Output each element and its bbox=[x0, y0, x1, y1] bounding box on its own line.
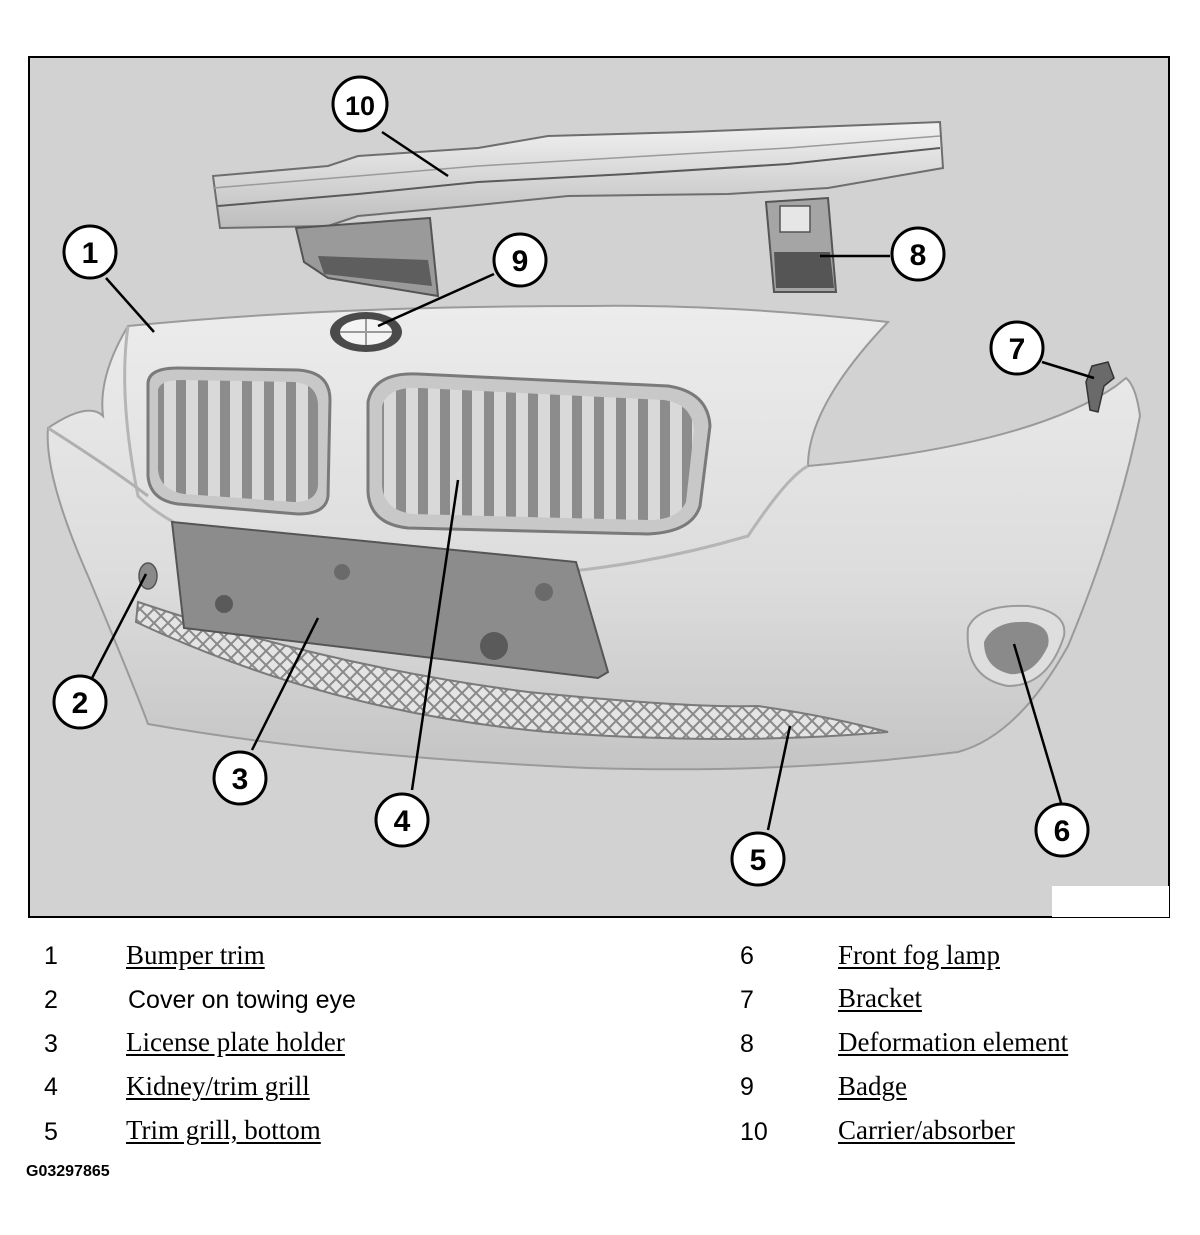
legend-label-1[interactable]: Bumper trim bbox=[126, 940, 265, 970]
leader-line-6 bbox=[1012, 643, 1064, 807]
legend-num-6: 6 bbox=[740, 942, 754, 970]
legend-num-8: 8 bbox=[740, 1030, 754, 1058]
legend-num-5: 5 bbox=[44, 1118, 58, 1146]
legend-label-9[interactable]: Badge bbox=[838, 1071, 907, 1101]
legend-num-3: 3 bbox=[44, 1030, 58, 1058]
callout-9-label: 9 bbox=[512, 245, 529, 278]
badge-part bbox=[330, 312, 402, 352]
legend-num-4: 4 bbox=[44, 1073, 58, 1101]
callout-2: 2 bbox=[52, 674, 108, 730]
leader-line-3 bbox=[250, 617, 320, 751]
leader-lines bbox=[88, 130, 1095, 831]
legend-num-7: 7 bbox=[740, 986, 754, 1014]
legend-label-10[interactable]: Carrier/absorber bbox=[838, 1115, 1015, 1145]
leader-line-5 bbox=[766, 725, 792, 831]
leader-line-2 bbox=[88, 573, 148, 683]
figure-corner-white bbox=[1052, 886, 1169, 917]
callout-8-label: 8 bbox=[910, 239, 927, 272]
leader-line-7 bbox=[1041, 360, 1095, 380]
callout-10: 10 bbox=[331, 75, 389, 133]
callout-1-label: 1 bbox=[82, 237, 99, 270]
towing-eye-cover-part bbox=[138, 562, 158, 590]
legend-num-2: 2 bbox=[44, 986, 58, 1014]
kidney-grill-part bbox=[146, 366, 712, 536]
callout-2-label: 2 bbox=[72, 687, 89, 720]
callout-5-label: 5 bbox=[750, 844, 767, 877]
lower-trim-grill-part bbox=[134, 600, 889, 740]
callout-4-label: 4 bbox=[394, 805, 411, 838]
bracket-part bbox=[1085, 361, 1115, 413]
figure-code: G03297865 bbox=[26, 1163, 110, 1180]
callout-9: 9 bbox=[492, 232, 548, 288]
legend-label-6[interactable]: Front fog lamp bbox=[838, 940, 1000, 970]
legend-label-4[interactable]: Kidney/trim grill bbox=[126, 1071, 310, 1101]
callout-7-label: 7 bbox=[1009, 333, 1026, 366]
leader-line-1 bbox=[105, 277, 155, 333]
callout-3: 3 bbox=[212, 750, 268, 806]
legend-num-1: 1 bbox=[44, 942, 58, 970]
callout-6-label: 6 bbox=[1054, 815, 1071, 848]
callout-7: 7 bbox=[989, 320, 1045, 376]
license-plate-holder-part bbox=[170, 520, 610, 680]
leader-line-4 bbox=[410, 479, 460, 791]
callout-8: 8 bbox=[890, 226, 946, 282]
leader-line-10 bbox=[381, 130, 449, 178]
callout-10-label: 10 bbox=[345, 91, 375, 121]
carrier-absorber-part bbox=[211, 120, 945, 298]
bumper-exploded-diagram: 1 2 3 4 5 6 7 8 9 10 bbox=[28, 56, 1170, 918]
callout-1: 1 bbox=[62, 224, 118, 280]
callout-5: 5 bbox=[730, 831, 786, 887]
legend-label-3[interactable]: License plate holder bbox=[126, 1027, 345, 1057]
legend-num-9: 9 bbox=[740, 1073, 754, 1101]
legend-label-7[interactable]: Bracket bbox=[838, 983, 922, 1013]
callout-6: 6 bbox=[1034, 802, 1090, 858]
legend-num-10: 10 bbox=[740, 1118, 768, 1146]
legend-label-8[interactable]: Deformation element bbox=[838, 1027, 1069, 1057]
leader-line-9 bbox=[377, 272, 495, 328]
callout-3-label: 3 bbox=[232, 763, 249, 796]
legend-label-5[interactable]: Trim grill, bottom bbox=[126, 1115, 321, 1145]
callout-4: 4 bbox=[374, 792, 430, 848]
legend-label-2: Cover on towing eye bbox=[128, 986, 356, 1014]
